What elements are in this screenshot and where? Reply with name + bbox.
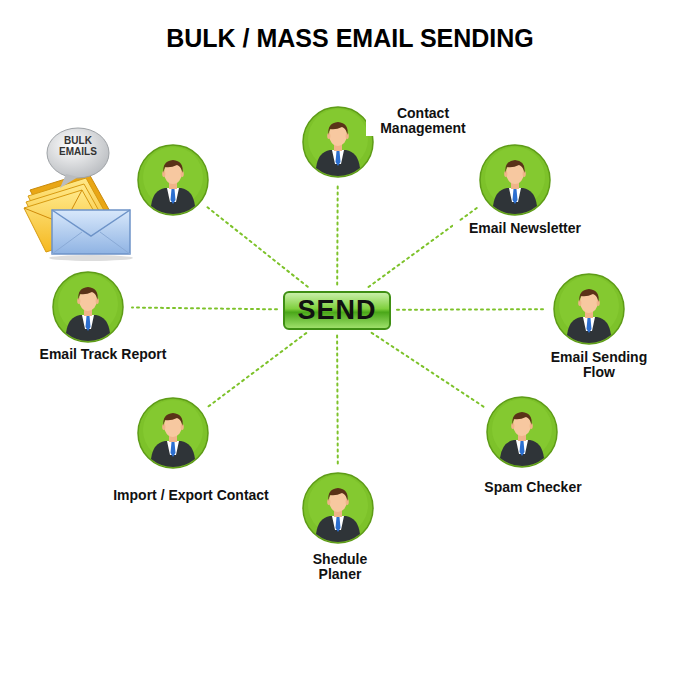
node-label: Email Sending Flow — [542, 350, 656, 380]
node-label: Email Newsletter — [453, 221, 597, 236]
person-icon — [479, 144, 551, 216]
node-label: Email Track Report — [21, 347, 185, 362]
person-node: Import / Export Contact — [137, 397, 209, 469]
person-node: Email Track Report — [52, 271, 124, 343]
dotted-connector — [336, 336, 339, 465]
person-icon — [137, 397, 209, 469]
person-node: Contact Management — [302, 106, 374, 178]
blue-envelope — [49, 210, 133, 261]
dotted-connector — [132, 308, 277, 310]
person-node: Email Sending Flow — [553, 273, 625, 345]
node-label: Import / Export Contact — [94, 488, 288, 503]
person-icon — [137, 144, 209, 216]
person-node: Email Newsletter — [479, 144, 551, 216]
person-node: Shedule Planer — [302, 472, 374, 544]
dotted-connector — [369, 206, 480, 287]
person-node: Spam Checker — [486, 396, 558, 468]
bubble-label: BULK EMAILS — [48, 135, 108, 157]
node-label: Contact Management — [366, 106, 480, 136]
node-label: Shedule Planer — [298, 552, 382, 582]
dotted-connector — [208, 333, 306, 407]
person-icon — [302, 472, 374, 544]
dotted-connector — [372, 333, 486, 408]
diagram-title: BULK / MASS EMAIL SENDING — [0, 24, 700, 53]
speech-bubble — [47, 128, 109, 188]
node-label: Spam Checker — [466, 480, 600, 495]
person-icon — [486, 396, 558, 468]
dotted-connector — [397, 308, 545, 311]
dotted-connector — [208, 207, 308, 286]
person-icon — [302, 106, 374, 178]
person-icon — [553, 273, 625, 345]
send-button: SEND — [283, 291, 391, 330]
send-text: SEND — [297, 295, 376, 326]
person-icon — [52, 271, 124, 343]
dotted-connector — [336, 186, 339, 285]
